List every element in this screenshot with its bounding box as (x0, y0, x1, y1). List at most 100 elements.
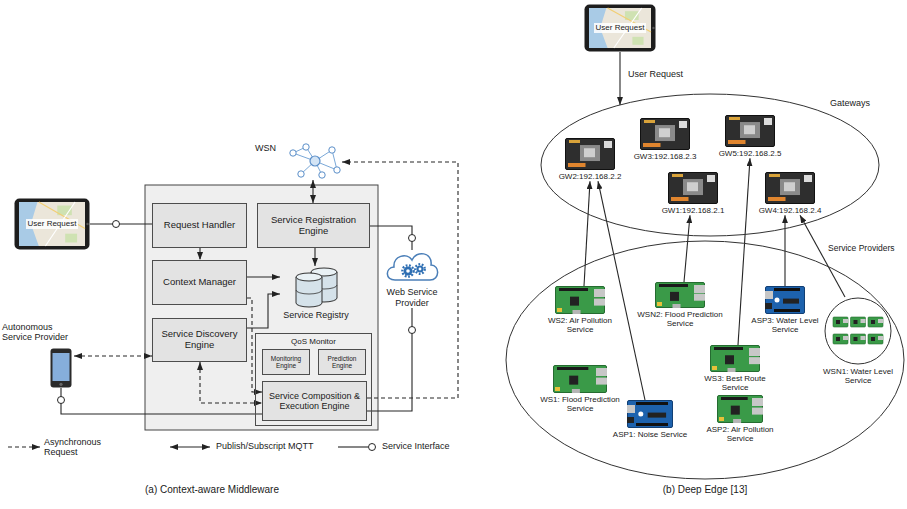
tablet-button (652, 27, 654, 29)
connector (370, 226, 412, 250)
phone-button (59, 383, 62, 386)
board-header (672, 174, 683, 177)
gear-hole (406, 269, 410, 273)
device-board: GW3:192.168.2.3 (629, 118, 701, 161)
middleware-frame (145, 185, 378, 430)
gear-teeth (402, 265, 413, 276)
board-header (721, 397, 748, 400)
mini-chip (854, 337, 858, 341)
phone-screen (53, 353, 70, 381)
legend-double-arrow (170, 446, 210, 447)
node-label: GW5:192.168.2.5 (719, 149, 782, 158)
board-chip (725, 355, 734, 364)
board-port (749, 357, 760, 364)
node-label: Request Handler (164, 220, 235, 231)
device-board: ASP1: Noise Service (608, 400, 692, 439)
board-port (804, 175, 812, 182)
process-box: Service Discovery Engine (152, 318, 247, 362)
board-jack (627, 417, 634, 423)
board-jack (765, 303, 772, 309)
legend-dashed-arrow (8, 446, 40, 447)
node-label: WS2: Air Pollution Service (540, 316, 620, 334)
board-port (679, 121, 687, 128)
board-pcb (628, 401, 673, 428)
board-pcb (718, 396, 763, 423)
board-picture (725, 115, 775, 147)
legend-interface-socket (369, 444, 376, 451)
board-header (774, 309, 800, 312)
network-icon (285, 143, 341, 180)
device-board: GW5:192.168.2.5 (714, 115, 786, 158)
tablet-button (86, 223, 88, 225)
sensor-cluster: WSN1: Water Level Service (818, 297, 898, 385)
edge-label-holder: User Request (627, 69, 684, 79)
board-port (573, 310, 581, 314)
mini-chip (871, 337, 875, 341)
process-box: Service Composition & Execution Engine (262, 381, 367, 421)
network-node (298, 171, 304, 177)
legend-text-holder: Publish/Subscript MQTT (216, 441, 314, 451)
mini-board (833, 317, 848, 327)
node-label: Service Providers (828, 244, 895, 254)
phone-icon (50, 348, 72, 388)
board-pcb (669, 173, 718, 204)
board-module (683, 179, 703, 195)
board-module (655, 125, 675, 141)
device-board: WS1: Flood Prediction Service (538, 365, 622, 413)
connector (74, 355, 152, 356)
connector (738, 158, 750, 345)
database-icon (280, 266, 352, 308)
connector (200, 362, 262, 403)
device-board: GW1:192.168.2.1 (657, 172, 729, 215)
board-header (636, 402, 668, 405)
board-chip (569, 376, 578, 385)
cloud-provider: Web Service Provider (383, 250, 441, 308)
board-picture (553, 365, 607, 393)
node-label: Web Service Provider (383, 287, 441, 308)
board-header (559, 288, 588, 291)
board-port (765, 291, 773, 299)
board-port (594, 299, 605, 306)
legend-text: Service Interface (382, 441, 450, 451)
device-board: GW2:192.168.2.2 (554, 138, 626, 181)
board-port (594, 289, 605, 297)
node-label: WSN (255, 143, 342, 153)
group-ellipse: GatewaysGW3:192.168.2.3GW5:192.168.2.5GW… (540, 93, 880, 237)
interface-socket (113, 221, 120, 228)
group-ellipse-shape (506, 241, 904, 479)
legend-text: Asynchronous Request (44, 437, 108, 458)
mini-board (833, 334, 848, 344)
tablet-bezel (585, 5, 656, 52)
network-node (334, 167, 340, 173)
device-board: WS2: Air Pollution Service (540, 286, 620, 334)
connector (619, 52, 620, 105)
node-label: WS3: Best Route Service (700, 374, 770, 392)
board-header (714, 347, 743, 350)
mini-board (868, 334, 883, 344)
process-box: Request Handler (152, 203, 247, 248)
heading-holder: Service Providers (828, 244, 895, 254)
node-label: User Request (594, 23, 647, 32)
board-chip (784, 182, 795, 191)
connector (367, 308, 412, 411)
legend-text-holder: Service Interface (382, 441, 450, 451)
mini-port (843, 336, 848, 340)
network-node (303, 144, 309, 150)
connector (684, 215, 690, 282)
mini-port (878, 336, 883, 340)
caption-holder: (a) Context-aware Middleware (112, 484, 312, 496)
node-label: GW4:192.168.2.4 (759, 206, 822, 215)
board-port (752, 408, 763, 415)
process-box: Service Registration Engine (257, 203, 370, 248)
connector (247, 276, 280, 277)
group-ellipse: Service ProvidersWS2: Air Pollution Serv… (505, 240, 905, 480)
board-logo (638, 412, 643, 417)
board-port (752, 398, 763, 406)
board-jack (557, 308, 562, 312)
board-pcb (554, 366, 607, 393)
connector (312, 180, 313, 203)
board-connector (643, 143, 661, 147)
legend-text: Publish/Subscript MQTT (216, 441, 314, 451)
board-connector (768, 197, 786, 201)
caption-holder: (b) Deep Edge [13] (605, 484, 805, 496)
